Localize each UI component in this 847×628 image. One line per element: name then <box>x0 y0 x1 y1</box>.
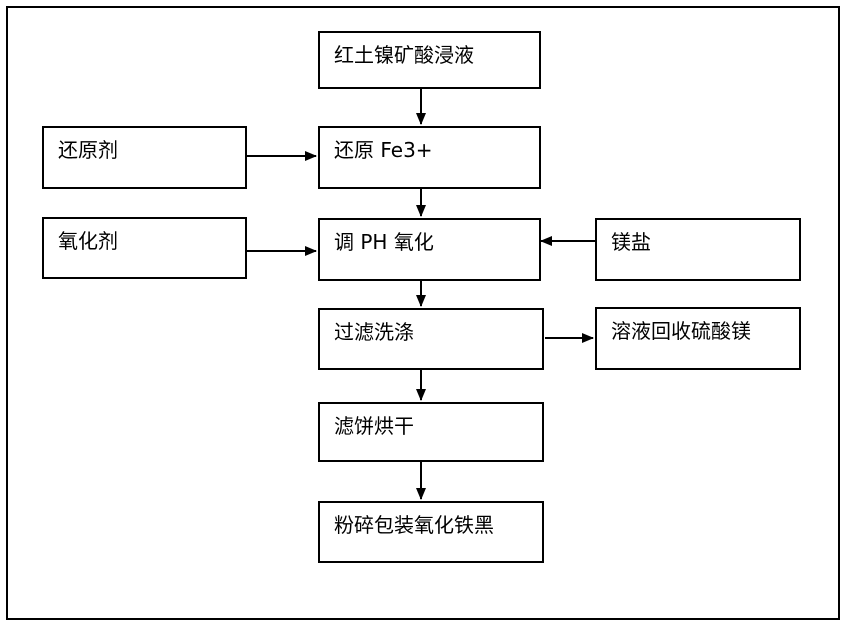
node-leachate-label: 红土镍矿酸浸液 <box>334 43 474 67</box>
node-oxidant-label: 氧化剂 <box>58 229 118 253</box>
node-filter-cake-dry-label: 滤饼烘干 <box>334 414 414 438</box>
node-magnesium-salt: 镁盐 <box>595 218 801 281</box>
node-reducing-agent-label: 还原剂 <box>58 138 118 162</box>
node-leachate: 红土镍矿酸浸液 <box>318 31 541 89</box>
node-oxidant: 氧化剂 <box>42 217 247 279</box>
node-solution-recovery: 溶液回收硫酸镁 <box>595 307 801 370</box>
node-reducing-agent: 还原剂 <box>42 126 247 189</box>
node-filter-wash-label: 过滤洗涤 <box>334 320 414 344</box>
node-magnesium-salt-label: 镁盐 <box>611 230 651 254</box>
node-crush-package-label: 粉碎包装氧化铁黑 <box>334 513 494 537</box>
node-reduce-fe3-label: 还原 Fe3+ <box>334 138 433 162</box>
node-adjust-ph-oxidize: 调 PH 氧化 <box>318 218 541 281</box>
node-filter-wash: 过滤洗涤 <box>318 308 544 370</box>
node-reduce-fe3: 还原 Fe3+ <box>318 126 541 189</box>
node-solution-recovery-label: 溶液回收硫酸镁 <box>611 319 751 343</box>
node-filter-cake-dry: 滤饼烘干 <box>318 402 544 462</box>
node-crush-package: 粉碎包装氧化铁黑 <box>318 501 544 563</box>
node-adjust-ph-oxidize-label: 调 PH 氧化 <box>334 230 434 254</box>
